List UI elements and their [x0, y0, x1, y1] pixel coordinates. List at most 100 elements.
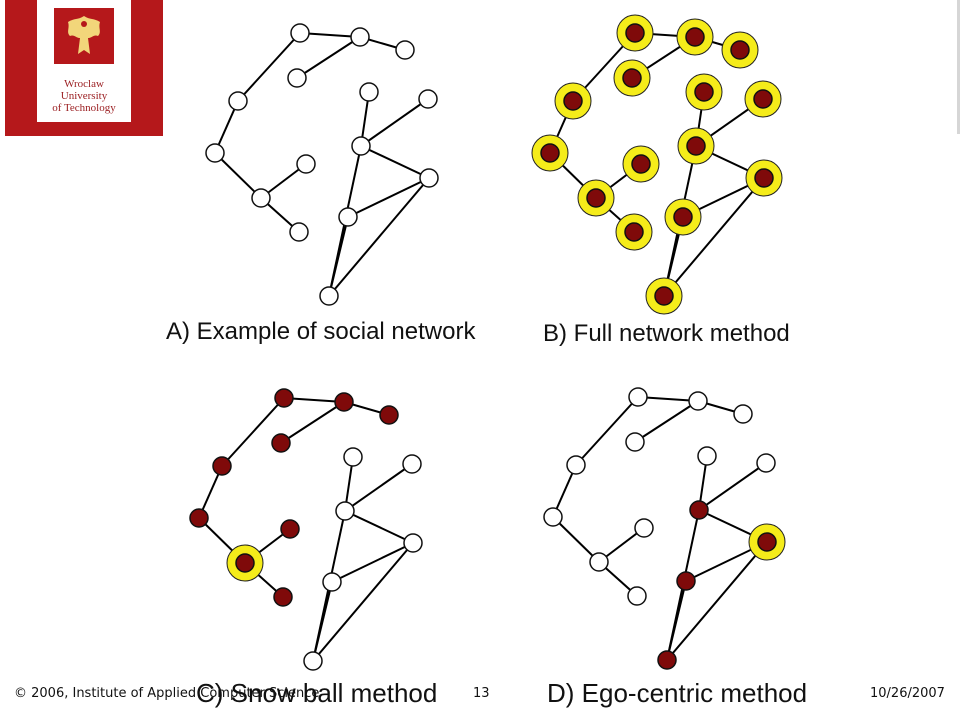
- node-n16: [319, 286, 339, 306]
- edge-n13-n16: [312, 542, 414, 662]
- eagle-emblem-icon: [54, 8, 114, 64]
- node-n14: [676, 571, 696, 591]
- node-n2: [350, 27, 370, 47]
- node-n6: [189, 508, 209, 528]
- node-n2: [334, 392, 354, 412]
- edge-n1-n2: [283, 397, 345, 403]
- node-n1: [274, 388, 294, 408]
- edge-n12-n13: [344, 510, 414, 544]
- panel-a-graph: [205, 23, 439, 306]
- node-n10: [697, 446, 717, 466]
- edge-n2-n4: [634, 400, 699, 443]
- node-n12: [689, 500, 709, 520]
- node-n2: [688, 391, 708, 411]
- node-n16: [657, 650, 677, 670]
- node-n3: [733, 404, 753, 424]
- node-n5: [566, 455, 586, 475]
- node-n8: [631, 154, 651, 174]
- logo-text-line1: Wroclaw: [64, 78, 104, 90]
- edge-n11-n12: [360, 98, 429, 147]
- footer-date: 10/26/2007: [870, 686, 945, 701]
- node-n6: [543, 507, 563, 527]
- node-n13: [403, 533, 423, 553]
- node-n11: [756, 453, 776, 473]
- panel-c-graph: [189, 388, 423, 671]
- edge-n2-n4: [296, 36, 361, 79]
- panel-d-graph: [543, 387, 786, 670]
- node-n6: [205, 143, 225, 163]
- node-n16: [303, 651, 323, 671]
- node-n3: [379, 405, 399, 425]
- node-n3: [395, 40, 415, 60]
- node-n7: [589, 552, 609, 572]
- node-n7: [251, 188, 271, 208]
- edge-n13-n16: [663, 177, 765, 297]
- node-n13: [757, 532, 777, 552]
- node-n8: [634, 518, 654, 538]
- node-n9: [289, 222, 309, 242]
- node-n10: [359, 82, 379, 102]
- caption-a: A) Example of social network: [166, 318, 476, 345]
- node-n4: [622, 68, 642, 88]
- footer-copyright: © 2006, Institute of Applied Computer Sc…: [14, 686, 320, 701]
- logo-text-line2: University: [60, 90, 108, 102]
- edge-n6-n7: [214, 152, 262, 199]
- node-n5: [563, 91, 583, 111]
- edge-n13-n16: [666, 541, 768, 661]
- caption-b: B) Full network method: [543, 320, 790, 347]
- node-n10: [694, 82, 714, 102]
- caption-c: C) Snow ball method: [196, 678, 438, 708]
- node-n7: [586, 188, 606, 208]
- edge-n11-n12: [698, 462, 767, 511]
- node-n5: [212, 456, 232, 476]
- node-n4: [625, 432, 645, 452]
- node-n3: [730, 40, 750, 60]
- caption-d: D) Ego-centric method: [547, 678, 808, 708]
- node-n2: [685, 27, 705, 47]
- logo-text-line3: of Technology: [52, 102, 116, 114]
- node-n12: [335, 501, 355, 521]
- node-n10: [343, 447, 363, 467]
- node-n13: [419, 168, 439, 188]
- panel-b-graph: [531, 14, 783, 315]
- slide-edge-divider: [957, 0, 960, 134]
- edge-n12-n13: [360, 145, 430, 179]
- edge-n13-n14: [331, 542, 414, 583]
- node-n1: [625, 23, 645, 43]
- node-n6: [540, 143, 560, 163]
- edge-n13-n16: [328, 177, 430, 297]
- logo-panel: Wroclaw University of Technology: [37, 0, 131, 122]
- node-n7: [235, 553, 255, 573]
- node-n16: [654, 286, 674, 306]
- node-n11: [418, 89, 438, 109]
- node-n5: [228, 91, 248, 111]
- edge-n1-n5: [221, 397, 285, 467]
- node-n14: [338, 207, 358, 227]
- node-n9: [273, 587, 293, 607]
- node-n14: [322, 572, 342, 592]
- node-n8: [296, 154, 316, 174]
- edge-n2-n4: [280, 401, 345, 444]
- node-n11: [753, 89, 773, 109]
- edge-n6-n7: [552, 516, 600, 563]
- node-n14: [673, 207, 693, 227]
- footer-page-number: 13: [473, 686, 490, 701]
- edge-n11-n12: [344, 463, 413, 512]
- node-n1: [628, 387, 648, 407]
- university-logo: Wroclaw University of Technology: [5, 0, 163, 136]
- edge-n1-n2: [299, 32, 361, 38]
- node-n13: [754, 168, 774, 188]
- node-n8: [280, 519, 300, 539]
- node-n4: [287, 68, 307, 88]
- node-n12: [686, 136, 706, 156]
- node-n9: [624, 222, 644, 242]
- node-n11: [402, 454, 422, 474]
- edge-n1-n2: [637, 396, 699, 402]
- edge-n1-n5: [575, 396, 639, 466]
- node-n1: [290, 23, 310, 43]
- edge-n13-n14: [347, 177, 430, 218]
- node-n9: [627, 586, 647, 606]
- edge-n14-n16: [666, 580, 687, 661]
- edge-n14-n16: [312, 581, 333, 662]
